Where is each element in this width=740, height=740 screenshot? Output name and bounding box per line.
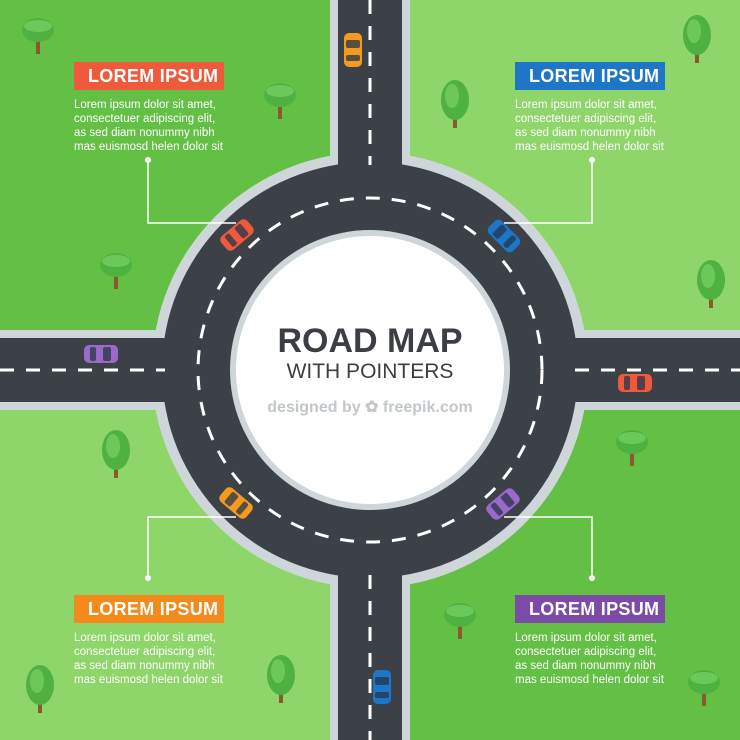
car-icon [373, 670, 391, 704]
pointer-dots [145, 157, 595, 581]
pointer-label-top-right: LOREM IPSUM [515, 62, 665, 90]
car-icon [618, 374, 652, 392]
text-line: mas euismosd helen dolor sit [515, 674, 664, 686]
designer-credit: designed by ✿ freepik.com [267, 399, 473, 416]
text-line: mas euismosd helen dolor sit [74, 674, 223, 686]
car-icon [344, 33, 362, 67]
text-line: Lorem ipsum dolor sit amet, [74, 99, 216, 111]
car-icon [84, 345, 118, 363]
text-line: consectetuer adipiscing elit, [515, 646, 657, 658]
text-line: as sed diam nonummy nibh [515, 127, 656, 139]
center-island [236, 236, 504, 504]
pointer-text-bottom-left: Lorem ipsum dolor sit amet, consectetuer… [74, 631, 254, 687]
pointer-label-bottom-right: LOREM IPSUM [515, 595, 665, 623]
pointer-label-bottom-left: LOREM IPSUM [74, 595, 224, 623]
text-line: consectetuer adipiscing elit, [74, 113, 216, 125]
text-line: Lorem ipsum dolor sit amet, [515, 632, 657, 644]
pointer-lines [147, 160, 593, 578]
center-title: ROAD MAP [277, 322, 463, 360]
text-line: mas euismosd helen dolor sit [515, 141, 664, 153]
pointer-text-bottom-right: Lorem ipsum dolor sit amet, consectetuer… [515, 631, 695, 687]
text-line: mas euismosd helen dolor sit [74, 141, 223, 153]
text-line: as sed diam nonummy nibh [74, 127, 215, 139]
text-line: Lorem ipsum dolor sit amet, [74, 632, 216, 644]
pointer-text-top-left: Lorem ipsum dolor sit amet, consectetuer… [74, 98, 254, 154]
pointer-label-top-left: LOREM IPSUM [74, 62, 224, 90]
text-line: consectetuer adipiscing elit, [74, 646, 216, 658]
text-line: consectetuer adipiscing elit, [515, 113, 657, 125]
pointer-text-top-right: Lorem ipsum dolor sit amet, consectetuer… [515, 98, 695, 154]
text-line: Lorem ipsum dolor sit amet, [515, 99, 657, 111]
text-line: as sed diam nonummy nibh [74, 660, 215, 672]
text-line: as sed diam nonummy nibh [515, 660, 656, 672]
center-subtitle: WITH POINTERS [286, 360, 454, 383]
